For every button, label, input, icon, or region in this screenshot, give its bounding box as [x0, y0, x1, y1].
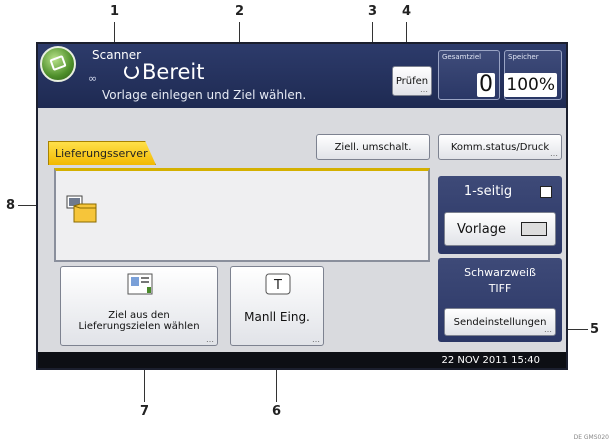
select-destination-button[interactable]: Ziel aus den Lieferungszielen wählen …: [60, 266, 218, 346]
callout-line-5: [560, 329, 588, 330]
svg-text:T: T: [273, 278, 282, 293]
callout-2: 2: [235, 4, 245, 19]
status-message: Vorlage einlegen und Ziel wählen.: [102, 88, 307, 102]
check-button-label: Prüfen: [395, 75, 429, 87]
select-destination-line-1: Ziel aus den: [108, 310, 170, 321]
comm-status-label: Komm.status/Druck: [450, 141, 550, 153]
destination-field[interactable]: [54, 168, 430, 262]
total-destinations-label: Gesamtziel: [442, 53, 482, 61]
callout-8: 8: [6, 198, 16, 213]
callout-1: 1: [110, 4, 120, 19]
color-mode-label: Schwarzweiß: [464, 266, 536, 279]
manual-entry-label: Manll Eing.: [244, 310, 310, 324]
status-bar: 22 NOV 2011 15:40: [38, 352, 566, 368]
check-button[interactable]: Prüfen …: [392, 66, 432, 96]
sides-label: 1-seitig: [463, 184, 513, 199]
callout-line-7: [144, 352, 145, 402]
figure-id: DE GMS020: [573, 434, 609, 441]
original-orientation-icon: [521, 222, 547, 236]
status-text: Bereit: [142, 60, 205, 84]
callout-5: 5: [590, 322, 600, 337]
app-title: Scanner: [92, 48, 142, 62]
scan-settings-panel: Schwarzweiß TIFF Sendeinstellungen …: [438, 258, 562, 342]
switch-destination-button[interactable]: Ziell. umschalt.: [316, 134, 430, 160]
original-settings-button[interactable]: Vorlage: [444, 212, 556, 246]
keyboard-icon: T: [265, 273, 291, 295]
folder-icon: [66, 195, 97, 223]
file-type-label: TIFF: [488, 282, 512, 295]
total-destinations-counter: Gesamtziel 0: [438, 50, 500, 100]
select-destination-line-2: Lieferungszielen wählen: [78, 321, 200, 332]
scanner-screen: Scanner Bereit ∞ Vorlage einlegen und Zi…: [36, 42, 568, 370]
callout-6: 6: [272, 404, 282, 419]
duplex-icon: [540, 186, 552, 198]
send-settings-button[interactable]: Sendeinstellungen …: [444, 308, 556, 336]
switch-destination-label: Ziell. umschalt.: [334, 141, 412, 153]
dots-icon: ∞: [88, 72, 97, 85]
comm-status-button[interactable]: Komm.status/Druck …: [438, 134, 562, 160]
ready-icon: [124, 64, 139, 79]
original-label: Vorlage: [457, 221, 507, 237]
address-book-icon: [127, 273, 153, 295]
callout-7: 7: [140, 404, 150, 419]
original-panel: 1-seitig Vorlage: [438, 176, 562, 254]
memory-label: Speicher: [508, 53, 539, 61]
callout-4: 4: [402, 4, 412, 19]
memory-value: 100%: [504, 73, 557, 97]
manual-entry-button[interactable]: T Manll Eing. …: [230, 266, 324, 346]
header-bar: Scanner Bereit ∞ Vorlage einlegen und Zi…: [38, 44, 566, 108]
tab-delivery-server[interactable]: Lieferungsserver: [48, 141, 156, 165]
scanner-app-icon: [40, 46, 76, 82]
callout-line-6: [276, 352, 277, 402]
date-time: 22 NOV 2011 15:40: [441, 354, 540, 366]
total-destinations-value: 0: [477, 72, 495, 97]
send-settings-label: Sendeinstellungen: [453, 316, 547, 328]
memory-counter: Speicher 100%: [504, 50, 562, 100]
callout-3: 3: [368, 4, 378, 19]
